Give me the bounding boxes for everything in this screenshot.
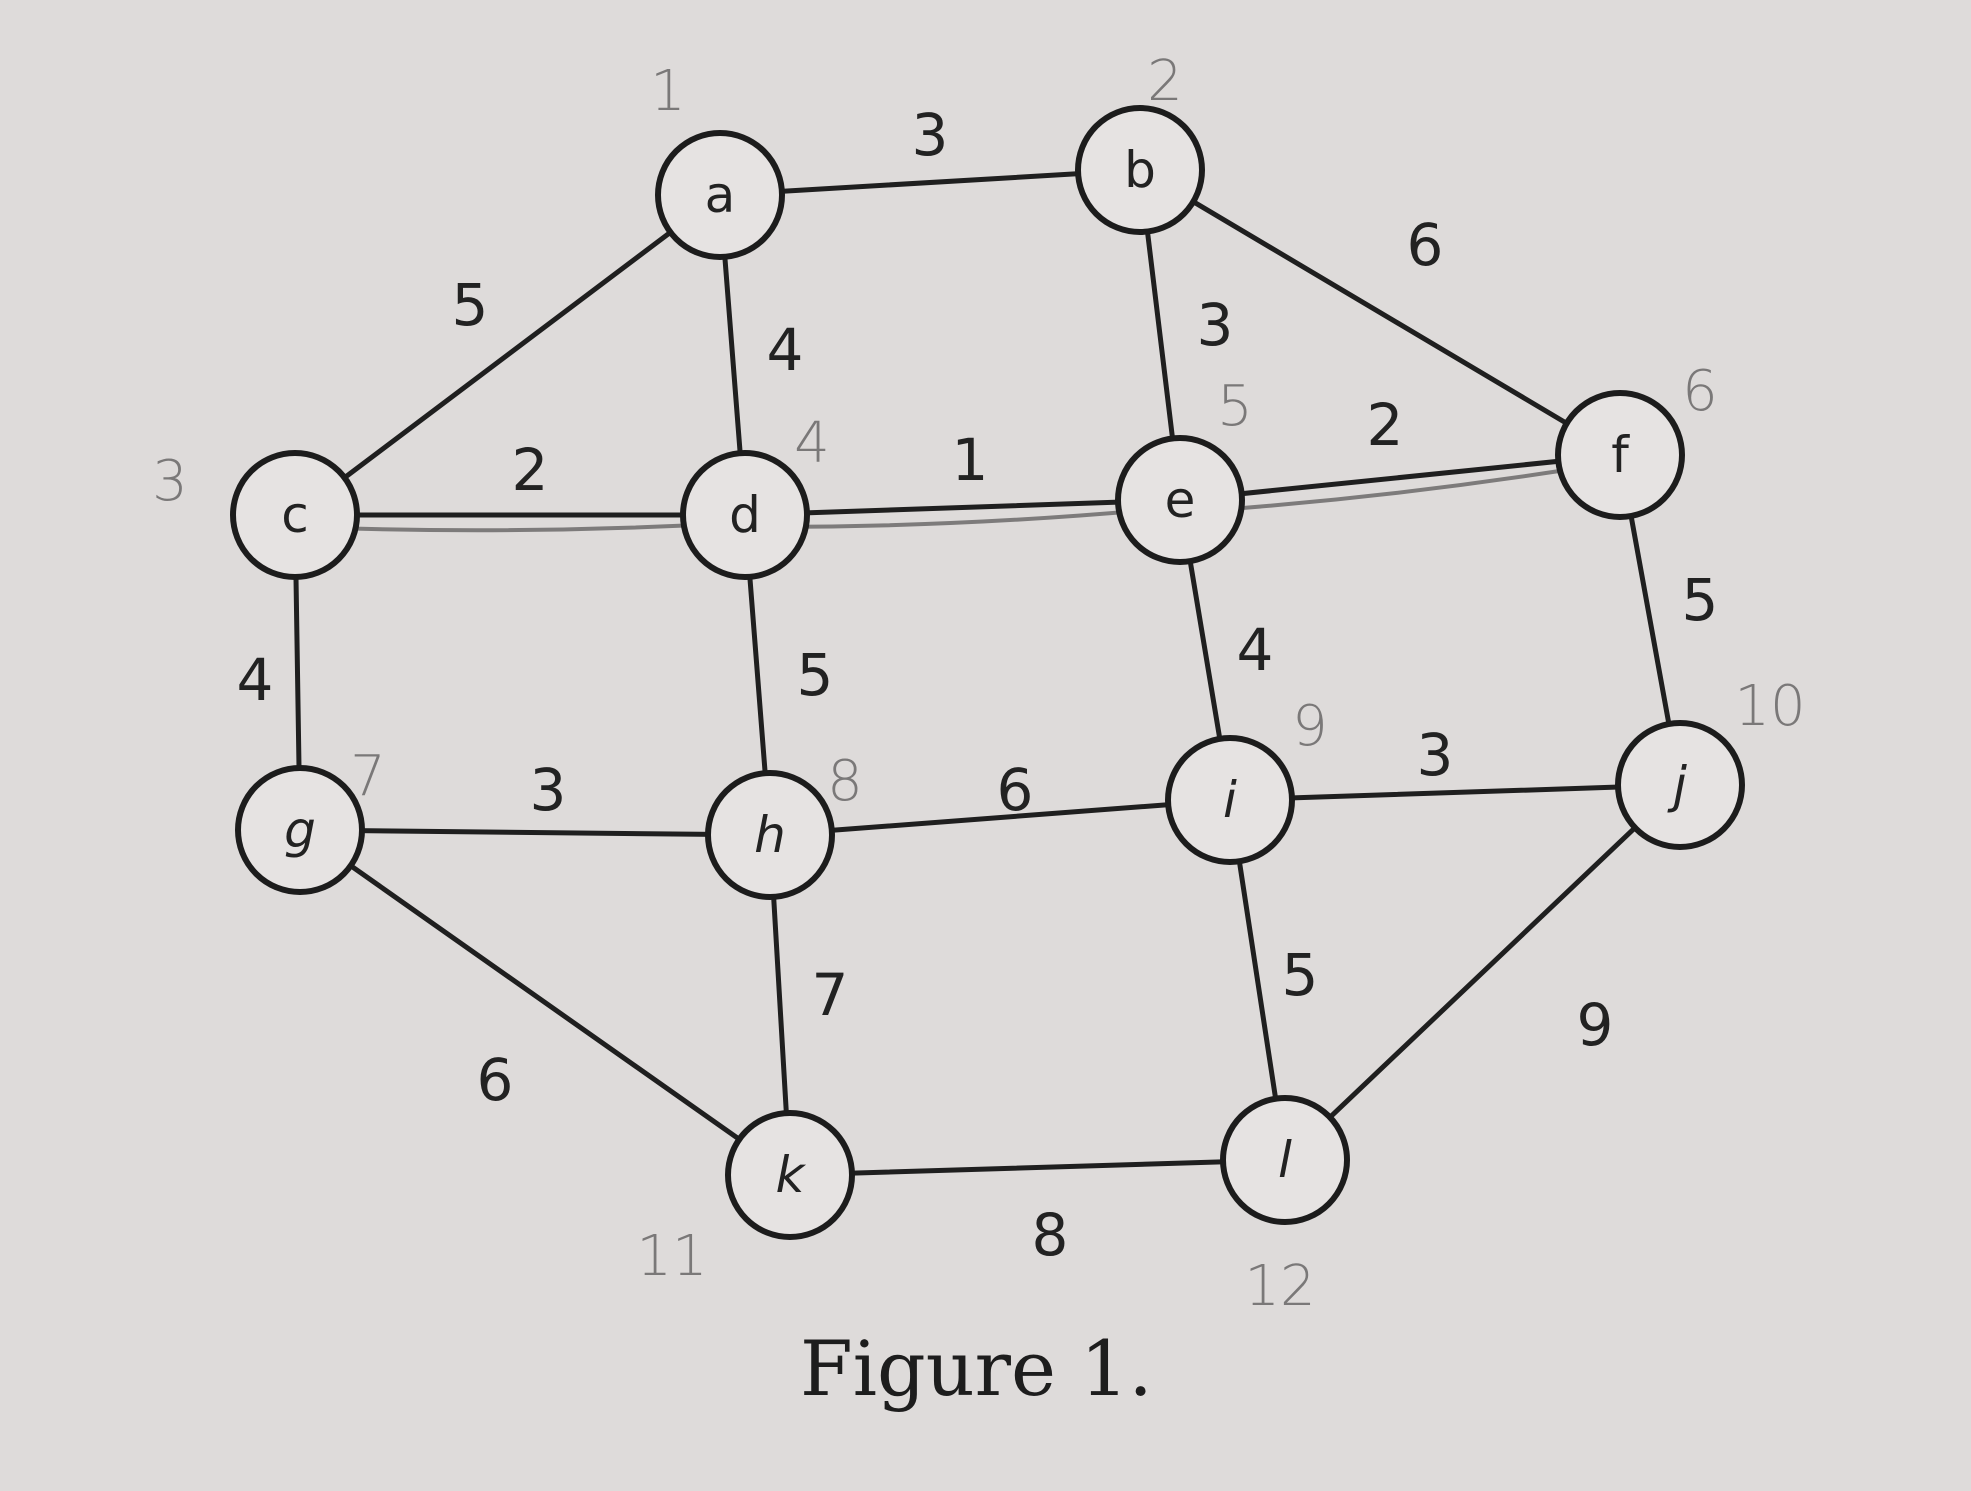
node-label-k: k (776, 1146, 807, 1204)
node-circle-b (1075, 105, 1205, 235)
edge-weight-e-f: 2 (1367, 391, 1404, 459)
node-i: i (1165, 735, 1295, 865)
order-number-a: 1 (650, 59, 686, 124)
node-layer: a b c d e f g h i j k l (230, 105, 1745, 1240)
edge-weight-b-f: 6 (1407, 211, 1444, 279)
edge-e-f (1177, 452, 1623, 503)
node-e: e (1115, 435, 1245, 565)
edge-weight-h-i: 6 (997, 756, 1034, 824)
order-number-h: 8 (827, 749, 863, 814)
edge-i-j (1227, 782, 1683, 803)
order-number-j: 10 (1734, 674, 1805, 739)
node-circle-i (1165, 735, 1295, 865)
node-d: d (680, 450, 810, 580)
edge-weight-c-g: 4 (237, 646, 274, 714)
node-circle-e (1115, 435, 1245, 565)
edge-g-h (297, 827, 773, 838)
node-label-i: i (1223, 771, 1237, 829)
node-circle-a (655, 130, 785, 260)
edge-weight-h-k: 7 (812, 961, 849, 1029)
edge-weight-i-j: 3 (1417, 721, 1454, 789)
order-number-e: 5 (1217, 374, 1253, 439)
node-circle-c (230, 450, 360, 580)
edge-j-l (1282, 782, 1683, 1163)
node-g: g (235, 765, 365, 895)
node-label-a: a (705, 166, 736, 224)
node-h: h (705, 770, 835, 900)
node-label-e: e (1165, 471, 1196, 529)
node-j: j (1615, 720, 1745, 850)
edge-weight-b-e: 3 (1197, 291, 1234, 359)
node-b: b (1075, 105, 1205, 235)
edge-weight-i-l: 5 (1282, 941, 1319, 1009)
edge-k-l (787, 1157, 1288, 1178)
order-number-b: 2 (1147, 49, 1183, 114)
edge-b-f (1137, 167, 1623, 458)
edge-a-b (717, 167, 1143, 198)
edge-weight-k-l: 8 (1032, 1201, 1069, 1269)
edge-weight-a-c: 5 (452, 271, 489, 339)
node-a: a (655, 130, 785, 260)
order-number-c: 3 (152, 449, 188, 514)
edge-weight-c-d: 2 (512, 436, 549, 504)
pencil-mark-layer (303, 461, 1612, 533)
edge-weight-d-e: 1 (952, 426, 989, 494)
pencil-mark-e-f (1188, 461, 1612, 514)
node-f: f (1555, 390, 1685, 520)
node-k: k (725, 1110, 855, 1240)
order-number-l: 12 (1244, 1254, 1315, 1319)
edge-weight-j-l: 9 (1577, 991, 1614, 1059)
edge-weight-f-j: 5 (1682, 566, 1719, 634)
pencil-mark-c-d (303, 521, 737, 533)
edge-g-k (297, 827, 793, 1178)
edge-d-e (742, 497, 1183, 518)
node-label-h: h (754, 806, 786, 864)
node-circle-l (1220, 1095, 1350, 1225)
node-circle-j (1615, 720, 1745, 850)
edge-weight-g-k: 6 (477, 1046, 514, 1114)
edge-a-c (292, 192, 723, 518)
node-l: l (1220, 1095, 1350, 1225)
figure-caption: Figure 1. (800, 1324, 1153, 1413)
order-number-g: 7 (350, 744, 386, 809)
node-label-l: l (1278, 1131, 1292, 1189)
node-label-d: d (729, 486, 761, 544)
node-c: c (230, 450, 360, 580)
node-label-f: f (1611, 426, 1630, 484)
edge-weight-e-i: 4 (1237, 616, 1274, 684)
node-label-g: g (284, 801, 316, 859)
edge-weight-d-h: 5 (797, 641, 834, 709)
edge-weight-a-d: 4 (767, 316, 804, 384)
weight-label-layer: 3 5 4 3 6 2 1 2 4 5 4 5 3 6 3 6 7 5 9 8 (237, 101, 1719, 1269)
pencil-mark-d-e (753, 506, 1172, 530)
order-number-f: 6 (1682, 359, 1718, 424)
node-label-c: c (281, 486, 309, 544)
node-circle-h (705, 770, 835, 900)
order-number-k: 11 (636, 1224, 707, 1289)
order-number-i: 9 (1292, 694, 1328, 759)
edge-weight-a-b: 3 (912, 101, 949, 169)
edge-layer (292, 167, 1683, 1178)
order-number-d: 4 (794, 411, 830, 476)
node-circle-k (725, 1110, 855, 1240)
node-circle-f (1555, 390, 1685, 520)
node-circle-d (680, 450, 810, 580)
node-circle-g (235, 765, 365, 895)
edge-h-i (767, 797, 1233, 838)
edge-weight-g-h: 3 (530, 756, 567, 824)
node-label-b: b (1124, 141, 1156, 199)
